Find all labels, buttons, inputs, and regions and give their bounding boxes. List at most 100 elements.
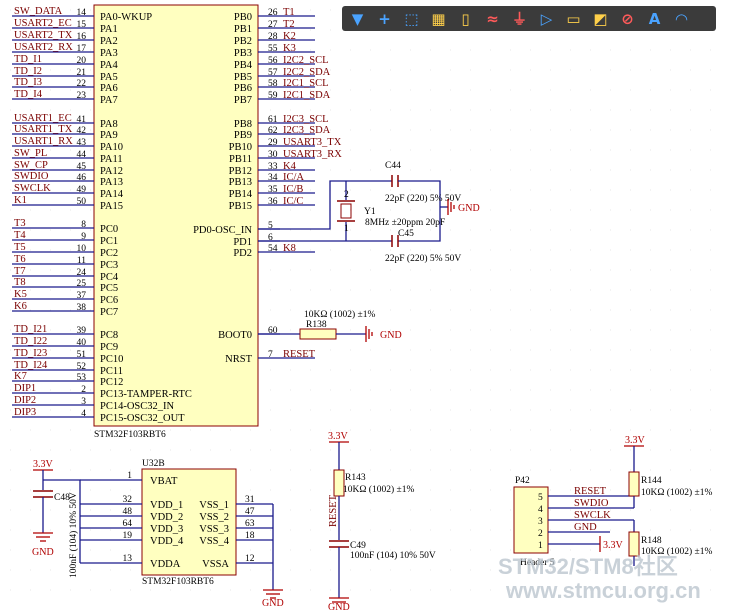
net-icon[interactable]: ≈ <box>486 9 499 28</box>
mcu-net-label: I2C2_SCL <box>283 55 329 66</box>
mcu-net-label: USART2_RX <box>14 42 73 53</box>
ground-icon[interactable]: ⏚ <box>511 10 527 28</box>
mcu-pin-name: PB9 <box>234 130 252 141</box>
mcu-pin-number: 51 <box>77 350 87 360</box>
select-rect-icon[interactable]: ⬚ <box>404 9 419 28</box>
align-icon[interactable]: ▦ <box>431 9 446 28</box>
mcu-pin-name: PC5 <box>100 283 118 294</box>
c45-value: 22pF (220) 5% 50V <box>385 253 461 264</box>
error-icon[interactable]: ⊘ <box>621 9 634 28</box>
mcu-part-name: STM32F103RBT6 <box>94 430 166 440</box>
mcu-pin-name: PB4 <box>234 60 253 71</box>
mcu-net-label: SW_DATA <box>14 6 63 17</box>
u32b-pin-number: 31 <box>245 495 255 505</box>
crystal-y1[interactable] <box>340 203 352 219</box>
c48-value: 100nF (104) 10% 50V <box>68 492 79 578</box>
r148-ref: R148 <box>641 536 662 546</box>
mcu-pin-number: 54 <box>268 244 278 254</box>
r144-body[interactable] <box>628 471 640 497</box>
u32b-pin-number: 63 <box>245 519 255 529</box>
port-icon[interactable]: ▷ <box>540 9 553 28</box>
mcu-pin-number: 36 <box>268 197 278 207</box>
mcu-pin-name: PA9 <box>100 130 118 141</box>
r138-value: 10KΩ (1002) ±1% <box>304 309 375 320</box>
mcu-pin-number: 34 <box>268 173 278 183</box>
mcu-pin-number: 38 <box>77 303 87 313</box>
r144-ref: R144 <box>641 476 662 486</box>
u32b-pin-number: 32 <box>123 495 133 505</box>
r138-ref: R138 <box>306 320 327 330</box>
mcu-pin-number: 26 <box>268 8 278 18</box>
text-icon[interactable]: A <box>648 9 661 28</box>
arc-icon[interactable]: ◠ <box>675 9 688 28</box>
mcu-pin-name: PA7 <box>100 95 118 106</box>
mcu-pin-name: PA2 <box>100 36 118 47</box>
watermark-line2: www.stmcu.org.cn <box>505 578 701 603</box>
mcu-net-label: K5 <box>14 289 27 300</box>
u32b-pin-name: VDD_4 <box>150 536 184 547</box>
mcu-pin-number: 9 <box>81 232 86 242</box>
mcu-net-label: TD_I1 <box>14 54 42 65</box>
mcu-pin-name: PA1 <box>100 24 118 35</box>
mcu-net-label: I2C1_SDA <box>283 90 331 101</box>
mcu-pin-name: PD2 <box>233 248 252 259</box>
r138-body[interactable] <box>299 328 337 340</box>
crystal-pin2: 2 <box>344 190 349 200</box>
mcu-pin-number: 62 <box>268 126 278 136</box>
mcu-body[interactable] <box>93 4 259 427</box>
mcu-net-label: T3 <box>14 218 26 229</box>
mcu-pin-name: PA3 <box>100 48 118 59</box>
p42-net-label: SWCLK <box>574 510 611 521</box>
mcu-pin-number: 7 <box>268 350 273 360</box>
mcu-pin-name: PB1 <box>234 24 252 35</box>
mcu-pin-number: 43 <box>77 138 87 148</box>
r148-body[interactable] <box>628 531 640 557</box>
crosshair-icon[interactable]: + <box>378 9 391 28</box>
mcu-pin-name: PB12 <box>229 166 252 177</box>
c44-value: 22pF (220) 5% 50V <box>385 193 461 204</box>
mcu-pin-number: 6 <box>268 233 273 243</box>
mcu-pin-number: 40 <box>77 338 87 348</box>
component-icon[interactable]: ▯ <box>461 9 470 28</box>
mcu-pin-number: 27 <box>268 20 278 30</box>
mcu-pin-name: PA5 <box>100 72 118 83</box>
mcu-pin-number: 56 <box>268 56 278 66</box>
mcu-pin-name: PB15 <box>229 201 252 212</box>
toolbar: ▼ + ⬚ ▦ ▯ ≈ ⏚ ▷ ▭ ◩ ⊘ A ◠ <box>342 6 716 31</box>
mcu-pin-number: 8 <box>81 220 86 230</box>
filter-icon[interactable]: ▼ <box>351 9 364 28</box>
mcu-pin-name: PA11 <box>100 154 123 165</box>
mcu-net-label: TD_I23 <box>14 348 47 359</box>
mcu-pin-name: PB7 <box>234 95 252 106</box>
mcu-pin-name: PB6 <box>234 83 252 94</box>
p42-body[interactable] <box>513 486 549 554</box>
mcu-pin-name: PA13 <box>100 177 123 188</box>
mcu-left-pins: PA0-WKUP14SW_DATAPA115USART2_ECPA216USAR… <box>12 6 192 424</box>
mcu-pin-name: PC11 <box>100 366 123 377</box>
mcu-net-label: TD_I4 <box>14 89 43 100</box>
sheet-icon[interactable]: ▭ <box>566 9 581 28</box>
mcu-pin-number: 5 <box>268 221 273 231</box>
mcu-net-label: USART2_EC <box>14 18 72 29</box>
mcu-net-label: K6 <box>14 301 27 312</box>
p42-pin-number: 2 <box>538 529 543 539</box>
r148-value: 10KΩ (1002) ±1% <box>641 546 712 557</box>
offsheet-icon[interactable]: ◩ <box>593 9 608 28</box>
mcu-net-label: SW_PL <box>14 148 47 159</box>
mcu-net-label: SWCLK <box>14 183 51 194</box>
u32b-pin-name: VBAT <box>150 476 178 487</box>
mcu-net-label: TD_I2 <box>14 66 42 77</box>
u32b-pin-name: VSS_3 <box>199 524 229 535</box>
mcu-pin-number: 14 <box>77 8 87 18</box>
u32b-body[interactable] <box>141 468 237 576</box>
p42-net-label: RESET <box>574 486 607 497</box>
mcu-pin-number: 37 <box>77 291 87 301</box>
crystal-ref: Y1 <box>364 207 376 217</box>
mcu-pin-number: 28 <box>268 32 278 42</box>
mcu-pin-name: PA4 <box>100 60 118 71</box>
mcu-pin-number: 46 <box>77 173 87 183</box>
mcu-pin-name: PB5 <box>234 72 252 83</box>
reset-gnd-label: GND <box>328 602 350 610</box>
